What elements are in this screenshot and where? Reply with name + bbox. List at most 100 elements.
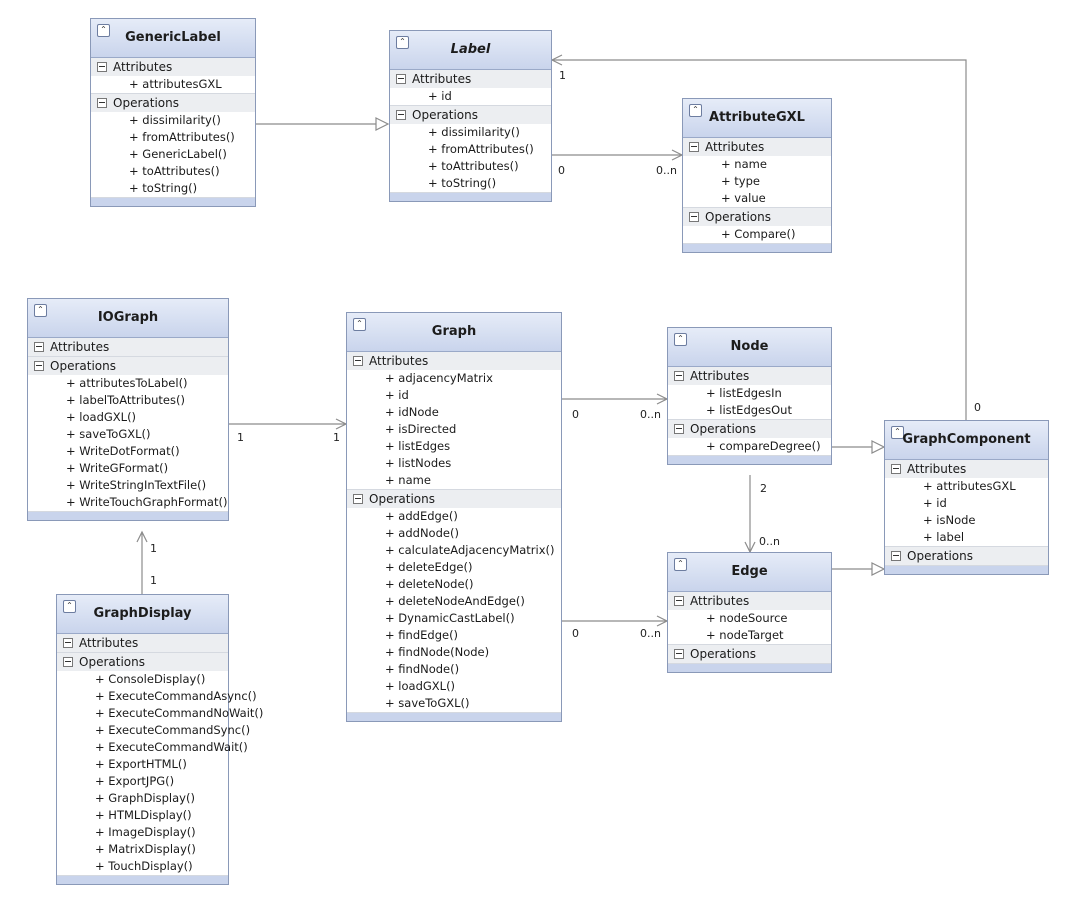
operation-item: + findNode(Node) — [347, 644, 561, 661]
collapse-minus-icon[interactable] — [63, 657, 73, 667]
operation-item: + findEdge() — [347, 627, 561, 644]
operation-item: + addEdge() — [347, 508, 561, 525]
attribute-item: + id — [347, 387, 561, 404]
section-title: Attributes — [369, 354, 429, 368]
attribute-item: + listEdgesOut — [668, 402, 831, 419]
operations-section-header[interactable]: Operations — [91, 93, 255, 112]
class-footer — [91, 197, 255, 206]
operation-item: + Compare() — [683, 226, 831, 243]
collapse-chevron-icon[interactable]: ⌃ — [674, 558, 687, 571]
operation-item: + saveToGXL() — [347, 695, 561, 712]
collapse-minus-icon[interactable] — [34, 342, 44, 352]
attributes-section-header[interactable]: Attributes — [91, 58, 255, 76]
section-title: Operations — [705, 210, 771, 224]
operation-item: + compareDegree() — [668, 438, 831, 455]
collapse-minus-icon[interactable] — [396, 74, 406, 84]
attribute-item: + id — [885, 495, 1048, 512]
operation-item: + deleteEdge() — [347, 559, 561, 576]
section-title: Attributes — [113, 60, 173, 74]
class-header: ⌃ GenericLabel — [91, 19, 255, 58]
operation-item: + attributesToLabel() — [28, 375, 228, 392]
operations-section-header[interactable]: Operations — [885, 546, 1048, 565]
attribute-item: + listEdges — [347, 438, 561, 455]
operations-section-header[interactable]: Operations — [668, 419, 831, 438]
class-name: IOGraph — [97, 310, 159, 325]
attribute-item: + isDirected — [347, 421, 561, 438]
collapse-minus-icon[interactable] — [891, 464, 901, 474]
attribute-item: + value — [683, 190, 831, 207]
multiplicity-iograph-target: 1 — [333, 431, 340, 444]
generalization-arrowhead-edge-component — [871, 562, 886, 576]
collapse-chevron-icon[interactable]: ⌃ — [34, 304, 47, 317]
collapse-minus-icon[interactable] — [396, 110, 406, 120]
operation-item: + ExecuteCommandSync() — [57, 722, 250, 739]
collapse-chevron-icon[interactable]: ⌃ — [97, 24, 110, 37]
attributes-section-header[interactable]: Attributes — [28, 338, 228, 356]
collapse-minus-icon[interactable] — [674, 596, 684, 606]
operation-item: + toString() — [390, 175, 551, 192]
class-label[interactable]: ⌃ Label Attributes + id Operations + dis… — [389, 30, 552, 202]
collapse-minus-icon[interactable] — [674, 424, 684, 434]
collapse-minus-icon[interactable] — [689, 212, 699, 222]
collapse-chevron-icon[interactable]: ⌃ — [63, 600, 76, 613]
operations-section-header[interactable]: Operations — [683, 207, 831, 226]
class-header: ⌃ GraphDisplay — [57, 595, 228, 634]
operation-item: + GenericLabel() — [91, 146, 255, 163]
multiplicity-node-edge-target: 0..n — [759, 535, 780, 548]
multiplicity-iograph-source: 1 — [237, 431, 244, 444]
class-edge[interactable]: ⌃ Edge Attributes + nodeSource + nodeTar… — [667, 552, 832, 673]
collapse-chevron-icon[interactable]: ⌃ — [689, 104, 702, 117]
collapse-minus-icon[interactable] — [689, 142, 699, 152]
class-graphdisplay[interactable]: ⌃ GraphDisplay Attributes Operations + C… — [56, 594, 263, 885]
attribute-item: + nodeTarget — [668, 627, 831, 644]
attributes-section-header[interactable]: Attributes — [885, 460, 1048, 478]
section-title: Operations — [79, 655, 145, 669]
attributes-section-header[interactable]: Attributes — [668, 592, 831, 610]
operations-section-header[interactable]: Operations — [57, 652, 228, 671]
attribute-item: + idNode — [347, 404, 561, 421]
collapse-minus-icon[interactable] — [891, 551, 901, 561]
attributes-section-header[interactable]: Attributes — [347, 352, 561, 370]
collapse-chevron-icon[interactable]: ⌃ — [674, 333, 687, 346]
class-genericlabel[interactable]: ⌃ GenericLabel Attributes + attributesGX… — [90, 18, 256, 207]
collapse-minus-icon[interactable] — [97, 98, 107, 108]
collapse-chevron-icon[interactable]: ⌃ — [396, 36, 409, 49]
class-footer — [390, 192, 551, 201]
class-graph[interactable]: ⌃ Graph Attributes + adjacencyMatrix + i… — [346, 312, 562, 722]
attributes-section-header[interactable]: Attributes — [668, 367, 831, 385]
class-name: GenericLabel — [125, 30, 221, 45]
class-header: ⌃ Label — [390, 31, 551, 70]
collapse-minus-icon[interactable] — [353, 356, 363, 366]
class-footer — [668, 663, 831, 672]
collapse-chevron-icon[interactable]: ⌃ — [891, 426, 904, 439]
collapse-minus-icon[interactable] — [674, 649, 684, 659]
multiplicity-component-label-source: 0 — [974, 401, 981, 414]
attribute-item: + attributesGXL — [885, 478, 1048, 495]
collapse-minus-icon[interactable] — [63, 638, 73, 648]
operations-section-header[interactable]: Operations — [28, 356, 228, 375]
operations-section-header[interactable]: Operations — [668, 644, 831, 663]
collapse-minus-icon[interactable] — [34, 361, 44, 371]
collapse-minus-icon[interactable] — [97, 62, 107, 72]
operation-item: + addNode() — [347, 525, 561, 542]
class-graphcomponent[interactable]: ⌃ GraphComponent Attributes + attributes… — [884, 420, 1049, 575]
collapse-minus-icon[interactable] — [674, 371, 684, 381]
operation-item: + ExecuteCommandNoWait() — [57, 705, 263, 722]
operations-section-header[interactable]: Operations — [347, 489, 561, 508]
class-attributegxl[interactable]: ⌃ AttributeGXL Attributes + name + type … — [682, 98, 832, 253]
operations-section-header[interactable]: Operations — [390, 105, 551, 124]
class-footer — [347, 712, 561, 721]
collapse-minus-icon[interactable] — [353, 494, 363, 504]
multiplicity-display-iograph-top: 1 — [150, 542, 157, 555]
attributes-section-header[interactable]: Attributes — [390, 70, 551, 88]
operation-item: + GraphDisplay() — [57, 790, 228, 807]
class-node[interactable]: ⌃ Node Attributes + listEdgesIn + listEd… — [667, 327, 832, 465]
multiplicity-graph-edge-source: 0 — [572, 627, 579, 640]
class-iograph[interactable]: ⌃ IOGraph Attributes Operations + attrib… — [27, 298, 229, 521]
collapse-chevron-icon[interactable]: ⌃ — [353, 318, 366, 331]
attributes-section-header[interactable]: Attributes — [57, 634, 228, 652]
attribute-item: + listEdgesIn — [668, 385, 831, 402]
operation-item: + dissimilarity() — [91, 112, 255, 129]
attributes-section-header[interactable]: Attributes — [683, 138, 831, 156]
operation-item: + ExportHTML() — [57, 756, 228, 773]
